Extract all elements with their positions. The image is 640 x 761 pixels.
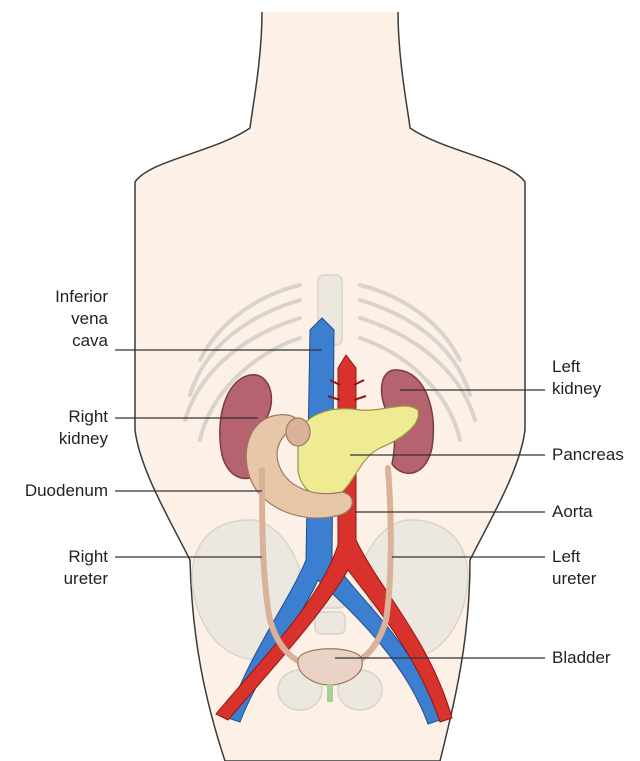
label-line: Inferior	[55, 286, 108, 308]
label-duodenum: Duodenum	[25, 480, 108, 502]
label-line: cava	[55, 330, 108, 352]
label-line: kidney	[552, 378, 601, 400]
label-line: kidney	[59, 428, 108, 450]
label-line: vena	[55, 308, 108, 330]
label-right-ureter: Right ureter	[64, 546, 108, 590]
label-line: Pancreas	[552, 444, 624, 466]
urethra	[327, 684, 333, 702]
label-right-kidney: Right kidney	[59, 406, 108, 450]
label-left-ureter: Left ureter	[552, 546, 596, 590]
label-line: Right	[64, 546, 108, 568]
label-inferior-vena-cava: Inferior vena cava	[55, 286, 108, 352]
label-aorta: Aorta	[552, 501, 593, 523]
label-bladder: Bladder	[552, 647, 611, 669]
label-line: ureter	[64, 568, 108, 590]
label-line: Right	[59, 406, 108, 428]
label-line: ureter	[552, 568, 596, 590]
label-line: Left	[552, 356, 601, 378]
label-pancreas: Pancreas	[552, 444, 624, 466]
label-line: Left	[552, 546, 596, 568]
label-line: Bladder	[552, 647, 611, 669]
label-left-kidney: Left kidney	[552, 356, 601, 400]
label-line: Duodenum	[25, 480, 108, 502]
label-line: Aorta	[552, 501, 593, 523]
duodenum-opening	[286, 418, 310, 446]
